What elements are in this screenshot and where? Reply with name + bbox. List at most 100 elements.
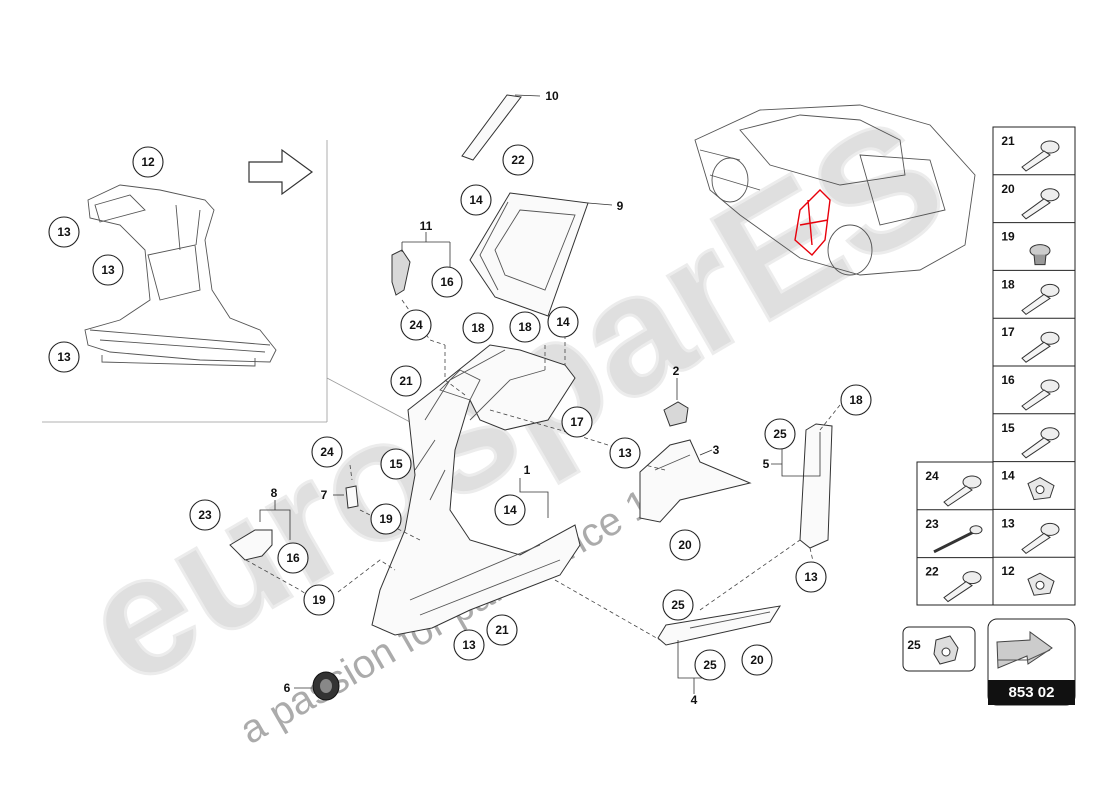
- callout-22: 22: [502, 144, 534, 176]
- part-label-11: 11: [420, 219, 433, 233]
- direction-arrow-icon: [248, 148, 314, 196]
- reference-box: 853 02: [987, 618, 1076, 706]
- callout-number: 16: [440, 275, 454, 289]
- callout-19: 19: [303, 584, 335, 616]
- callout-number: 18: [518, 320, 532, 334]
- fastener-number: 24: [925, 469, 939, 483]
- part-label-6: 6: [284, 681, 291, 695]
- callout-number: 25: [671, 598, 685, 612]
- callout-13: 13: [48, 216, 80, 248]
- callout-number: 20: [750, 653, 764, 667]
- callout-13: 13: [795, 561, 827, 593]
- fastener-cell-21: 21: [1001, 134, 1060, 172]
- callout-15: 15: [380, 448, 412, 480]
- part-label-5: 5: [763, 457, 770, 471]
- part-2-clip: [663, 378, 689, 427]
- callout-number: 25: [703, 658, 717, 672]
- fastener-cell-18: 18: [993, 269, 1075, 316]
- part-11-bracket: [391, 232, 451, 296]
- callout-25: 25: [662, 589, 694, 621]
- callout-16: 16: [431, 266, 463, 298]
- fastener-number: 15: [1001, 421, 1015, 435]
- fastener-cell-23: 23: [917, 509, 993, 554]
- callout-14: 14: [460, 184, 492, 216]
- callout-13: 13: [48, 341, 80, 373]
- part-label-4: 4: [691, 693, 698, 707]
- part-label-3: 3: [713, 443, 720, 457]
- callout-number: 24: [320, 445, 334, 459]
- callout-13: 13: [92, 254, 124, 286]
- callout-number: 20: [678, 538, 692, 552]
- callout-number: 19: [379, 512, 393, 526]
- callout-number: 13: [462, 638, 476, 652]
- fastener-cell-15: 15: [993, 413, 1075, 459]
- fastener-25-label: 25: [907, 638, 921, 652]
- part-label-8: 8: [271, 486, 278, 500]
- callout-number: 24: [409, 318, 423, 332]
- callout-17: 17: [561, 406, 593, 438]
- fastener-number: 22: [925, 565, 939, 579]
- callout-20: 20: [741, 644, 773, 676]
- callout-number: 13: [101, 263, 115, 277]
- fastener-number: 16: [1001, 373, 1015, 387]
- callout-25: 25: [694, 649, 726, 681]
- callout-14: 14: [494, 494, 526, 526]
- fastener-cell-16: 16: [993, 365, 1075, 411]
- fastener-number: 19: [1001, 230, 1015, 244]
- fastener-cell-12: 12: [993, 556, 1075, 596]
- callout-number: 19: [312, 593, 326, 607]
- fastener-number: 17: [1001, 325, 1015, 339]
- fastener-number: 20: [1001, 182, 1015, 196]
- callout-24: 24: [400, 309, 432, 341]
- part-10-strip: [461, 94, 541, 161]
- callout-number: 13: [804, 570, 818, 584]
- callout-13: 13: [609, 437, 641, 469]
- callout-25: 25: [764, 418, 796, 450]
- fastener-number: 21: [1001, 134, 1015, 148]
- callout-12: 12: [132, 146, 164, 178]
- callout-18: 18: [840, 384, 872, 416]
- part-label-9: 9: [617, 199, 624, 213]
- fastener-number: 14: [1001, 469, 1015, 483]
- fastener-number: 23: [925, 517, 939, 531]
- callout-number: 14: [469, 193, 483, 207]
- callout-number: 17: [570, 415, 584, 429]
- inset-pillar-sketch: [84, 184, 277, 367]
- fastener-cell-13: 13: [993, 508, 1075, 555]
- callout-number: 25: [773, 427, 787, 441]
- part-7-clip: [333, 485, 359, 509]
- part-3-trim: [639, 439, 752, 523]
- fastener-cell-24: 24: [925, 469, 982, 507]
- callout-number: 14: [556, 315, 570, 329]
- callout-number: 18: [849, 393, 863, 407]
- part-label-1: 1: [524, 463, 531, 477]
- fastener-cell-19: 19: [993, 222, 1075, 266]
- callout-14: 14: [547, 306, 579, 338]
- callout-18: 18: [462, 312, 494, 344]
- fastener-25-box: 25: [902, 626, 976, 672]
- car-overview-sketch: [694, 104, 976, 276]
- callout-number: 18: [471, 321, 485, 335]
- part-label-7: 7: [321, 488, 328, 502]
- reference-number: 853 02: [1009, 684, 1055, 701]
- fastener-cell-14: 14: [993, 461, 1075, 501]
- fastener-number: 18: [1001, 277, 1015, 291]
- part-8-bracket: [229, 500, 291, 561]
- part-6-grommet: [294, 671, 340, 701]
- part-label-10: 10: [545, 89, 559, 103]
- callout-23: 23: [189, 499, 221, 531]
- callout-20: 20: [669, 529, 701, 561]
- callout-13: 13: [453, 629, 485, 661]
- callout-number: 13: [57, 350, 71, 364]
- callout-19: 19: [370, 503, 402, 535]
- callout-21: 21: [486, 614, 518, 646]
- highlighted-area: [794, 189, 831, 256]
- callout-number: 12: [141, 155, 155, 169]
- inset-frame: [42, 140, 411, 423]
- callout-21: 21: [390, 365, 422, 397]
